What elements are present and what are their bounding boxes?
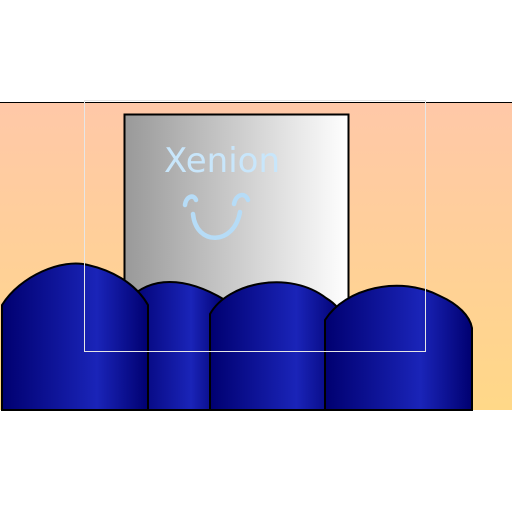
logo-wordmark: Xenion xyxy=(164,141,280,181)
right-eye-mark xyxy=(231,192,251,207)
smile-face-icon xyxy=(182,192,251,240)
left-eye-mark xyxy=(182,194,199,208)
smile-mouth xyxy=(190,209,243,240)
fence-picket-1 xyxy=(1,262,149,411)
fence-picket-4 xyxy=(324,284,473,411)
fence-picket-3 xyxy=(209,281,344,411)
guide-frame xyxy=(84,100,426,352)
